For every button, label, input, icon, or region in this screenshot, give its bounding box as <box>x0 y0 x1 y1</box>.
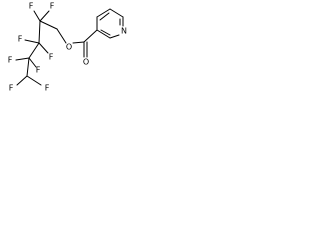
atom-label-f4: F <box>49 53 54 62</box>
bond-c3-f3 <box>24 39 40 44</box>
atom-label-o-ester: O <box>66 43 72 52</box>
ring-inner-double-1 <box>99 12 110 21</box>
chemical-structure: F F F F F F F F O O N <box>0 0 140 102</box>
bond-c4-f5 <box>15 57 30 61</box>
bond-o-carbonyl-c <box>72 41 85 44</box>
atom-label-o-carbonyl: O <box>83 58 89 67</box>
bond-carbonyl-ring <box>83 29 98 43</box>
ring-bond-n-c2 <box>109 34 120 39</box>
bond-c5-f7 <box>16 75 28 86</box>
ring-inner-double-3 <box>100 29 111 36</box>
bonds <box>15 8 124 86</box>
bond-c2-f2 <box>39 10 50 22</box>
bond-ch2-o <box>56 28 67 44</box>
bond-c4-f6 <box>28 57 37 68</box>
bond-c2-ch2 <box>39 20 58 30</box>
atom-label-f5: F <box>8 56 13 65</box>
atom-label-f7: F <box>9 84 14 93</box>
atom-label-n-ring: N <box>121 27 127 36</box>
ring-bond-c4-c5 <box>96 8 111 18</box>
atom-label-f1: F <box>29 2 34 11</box>
ring-bond-c2-c3 <box>96 29 111 39</box>
atom-label-f6: F <box>36 66 41 75</box>
atom-label-f8: F <box>45 84 50 93</box>
bond-c3-c4 <box>28 42 40 59</box>
atom-label-f2: F <box>50 2 55 11</box>
atom-label-f3: F <box>18 35 23 44</box>
bond-c4-c5 <box>26 57 30 77</box>
canvas-background <box>0 0 140 102</box>
bond-c5-f8 <box>26 75 42 86</box>
bond-c2-c3 <box>38 20 41 44</box>
bond-c2-f1 <box>33 10 41 22</box>
bond-c3-f4 <box>38 42 49 54</box>
atom-labels: F F F F F F F F O O N <box>8 2 127 93</box>
ring-bond-c5-c6 <box>109 8 124 18</box>
